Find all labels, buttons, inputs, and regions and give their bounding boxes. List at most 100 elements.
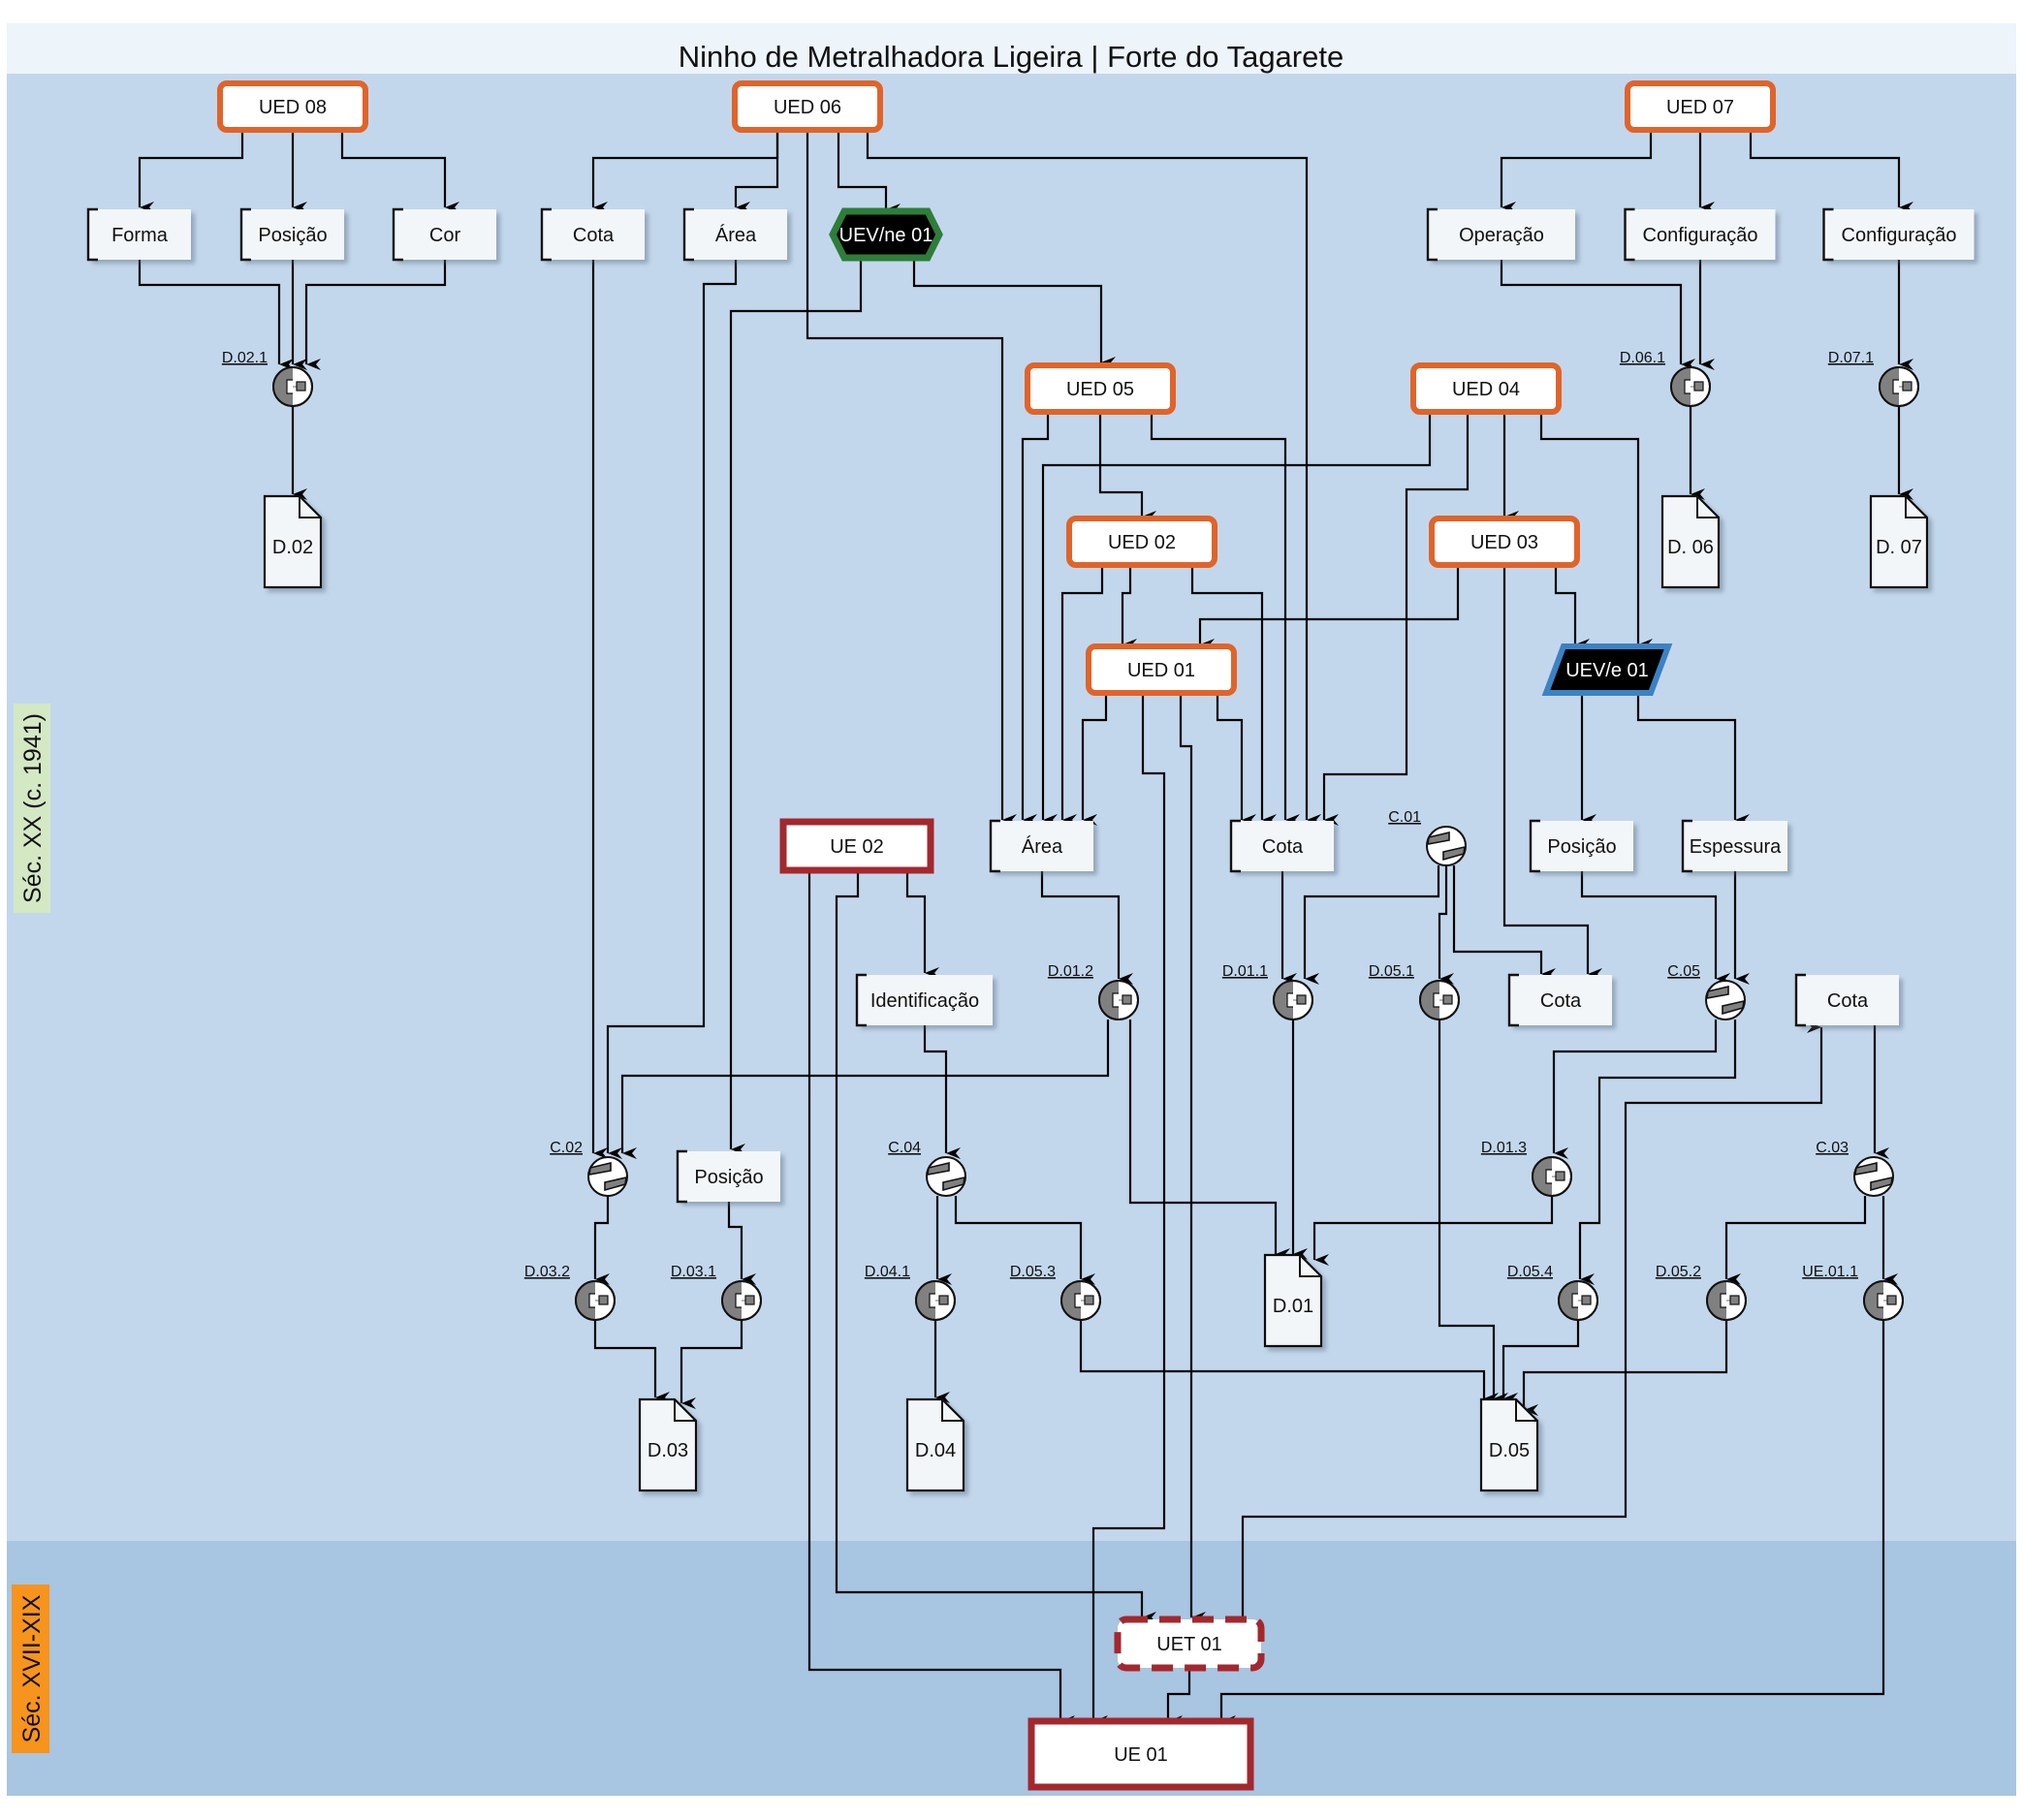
attribute-node-a-posicao3[interactable]: Posição: [676, 1149, 780, 1204]
ued-label: UED 01: [1127, 660, 1195, 681]
edge-arrow: [1322, 412, 1470, 826]
attribute-node-a-cor[interactable]: Cor: [392, 207, 496, 262]
attribute-node-a-forma[interactable]: Forma: [86, 207, 191, 262]
record-node-d03-2[interactable]: D.03.2: [524, 1264, 616, 1321]
record-node-d06-1[interactable]: D.06.1: [1620, 350, 1711, 407]
record-node-d04-1[interactable]: D.04.1: [865, 1264, 956, 1321]
document-node-doc-d06[interactable]: D. 06: [1660, 494, 1721, 589]
ued-node-ued07[interactable]: UED 07: [1625, 80, 1776, 133]
page-fold: [299, 496, 321, 518]
attribute-node-a-cota2[interactable]: Cota: [1229, 819, 1334, 873]
uev-ne-node-uev-ne01[interactable]: UEV/ne 01: [829, 207, 943, 262]
edge-arrow: [340, 130, 459, 213]
record-half-icon: [273, 367, 293, 406]
ued-node-ued06[interactable]: UED 06: [732, 80, 883, 133]
record-node-d01-3[interactable]: D.01.3: [1481, 1140, 1572, 1197]
record-label: D.06.1: [1620, 350, 1665, 366]
uev-e-node-uev-e01[interactable]: UEV/e 01: [1541, 643, 1673, 696]
document-node-doc-d03[interactable]: D.03: [638, 1397, 698, 1492]
ue-node-ue02[interactable]: UE 02: [779, 818, 934, 874]
edge-arrow: [1502, 565, 1602, 980]
conversion-bar-icon: [1870, 1176, 1893, 1192]
attribute-label: Configuração: [1842, 225, 1957, 246]
conversion-label: C.01: [1388, 809, 1421, 826]
bracket-icon: [1529, 819, 1540, 873]
edge-arrow: [1098, 412, 1156, 522]
document-node-doc-d05[interactable]: D.05: [1479, 1397, 1539, 1492]
ued-node-ued03[interactable]: UED 03: [1429, 516, 1580, 568]
title-band: [7, 23, 2016, 74]
edge-arrow: [1021, 412, 1050, 826]
record-node-d05-1[interactable]: D.05.1: [1369, 963, 1460, 1020]
record-outline: [272, 366, 313, 407]
document-icon: [1479, 1397, 1539, 1492]
attribute-node-a-espessura[interactable]: Espessura: [1681, 819, 1787, 873]
plug-icon: [1892, 379, 1899, 394]
ued-node-ued08[interactable]: UED 08: [217, 80, 368, 133]
ued-box: [217, 80, 368, 133]
plug-icon: [735, 1293, 742, 1308]
attribute-node-a-cota4[interactable]: Cota: [1794, 973, 1899, 1027]
document-label: D. 07: [1876, 537, 1922, 558]
ued-node-ued05[interactable]: UED 05: [1025, 362, 1176, 415]
record-label: UE.01.1: [1802, 1264, 1858, 1280]
edge-arrow: [807, 870, 1075, 1727]
plug-icon: [1545, 1169, 1552, 1184]
uet-node-uet01[interactable]: UET 01: [1114, 1616, 1265, 1672]
record-node-d05-2[interactable]: D.05.2: [1656, 1264, 1747, 1321]
conversion-node-c02[interactable]: C.02: [550, 1140, 628, 1197]
ued-node-ued02[interactable]: UED 02: [1066, 516, 1217, 568]
conversion-node-c05[interactable]: C.05: [1667, 963, 1746, 1020]
conversion-node-c01[interactable]: C.01: [1388, 809, 1467, 866]
record-node-ue01-1[interactable]: UE.01.1: [1802, 1264, 1904, 1321]
attribute-node-a-config1[interactable]: Configuração: [1624, 207, 1776, 262]
attribute-label: Configuração: [1643, 225, 1758, 246]
attribute-node-a-posicao2[interactable]: Posição: [1529, 819, 1633, 873]
record-node-d01-2[interactable]: D.01.2: [1048, 963, 1139, 1020]
document-node-doc-d02[interactable]: D.02: [263, 494, 323, 589]
record-node-d05-3[interactable]: D.05.3: [1010, 1264, 1101, 1321]
square-icon: [744, 1295, 755, 1305]
attribute-node-a-area1[interactable]: Área: [682, 207, 787, 262]
document-node-doc-d04[interactable]: D.04: [905, 1397, 965, 1492]
attribute-box: [991, 821, 1093, 871]
document-node-doc-d07[interactable]: D. 07: [1869, 494, 1929, 589]
ue-node-ue01[interactable]: UE 01: [1027, 1717, 1254, 1791]
attribute-node-a-config2[interactable]: Configuração: [1822, 207, 1975, 262]
plug-icon: [1433, 992, 1439, 1008]
attribute-label: Espessura: [1690, 836, 1782, 858]
conversion-node-c04[interactable]: C.04: [888, 1140, 966, 1197]
page-fold: [1515, 1399, 1537, 1422]
document-node-doc-d01[interactable]: D.01: [1263, 1253, 1323, 1348]
edge-arrow: [680, 1320, 743, 1409]
edge-arrow: [1128, 1020, 1290, 1260]
edge-arrow: [1522, 1320, 1728, 1416]
edge-arrow: [1198, 565, 1460, 650]
period-label-lower-bg: [12, 1585, 49, 1753]
record-node-d03-1[interactable]: D.03.1: [671, 1264, 762, 1321]
record-half-icon: [1707, 1281, 1726, 1320]
attribute-node-a-operacao[interactable]: Operação: [1426, 207, 1575, 262]
record-node-d05-4[interactable]: D.05.4: [1507, 1264, 1598, 1321]
ued-node-ued04[interactable]: UED 04: [1410, 362, 1562, 415]
record-node-d07-1[interactable]: D.07.1: [1828, 350, 1919, 407]
attribute-label: Cota: [1540, 990, 1582, 1012]
conversion-bar-icon: [588, 1161, 612, 1176]
bracket-icon: [1822, 207, 1834, 262]
attribute-node-a-cota3[interactable]: Cota: [1507, 973, 1612, 1027]
conversion-node-c03[interactable]: C.03: [1816, 1140, 1894, 1197]
square-icon: [1581, 1295, 1592, 1305]
record-node-d01-1[interactable]: D.01.1: [1222, 963, 1313, 1020]
ued-node-ued01[interactable]: UED 01: [1086, 643, 1237, 696]
attribute-node-a-identificacao[interactable]: Identificação: [855, 973, 993, 1027]
conversion-bar-icon: [927, 1161, 950, 1176]
ue-label: UE 02: [830, 836, 884, 858]
attribute-node-a-posicao1[interactable]: Posição: [239, 207, 344, 262]
record-node-d02-1[interactable]: D.02.1: [222, 350, 313, 407]
attribute-node-a-cota1[interactable]: Cota: [540, 207, 645, 262]
square-icon: [1442, 994, 1453, 1005]
attribute-node-a-area2[interactable]: Área: [989, 819, 1093, 873]
period-region-lower: [7, 1541, 2016, 1796]
attribute-box: [1509, 975, 1612, 1025]
